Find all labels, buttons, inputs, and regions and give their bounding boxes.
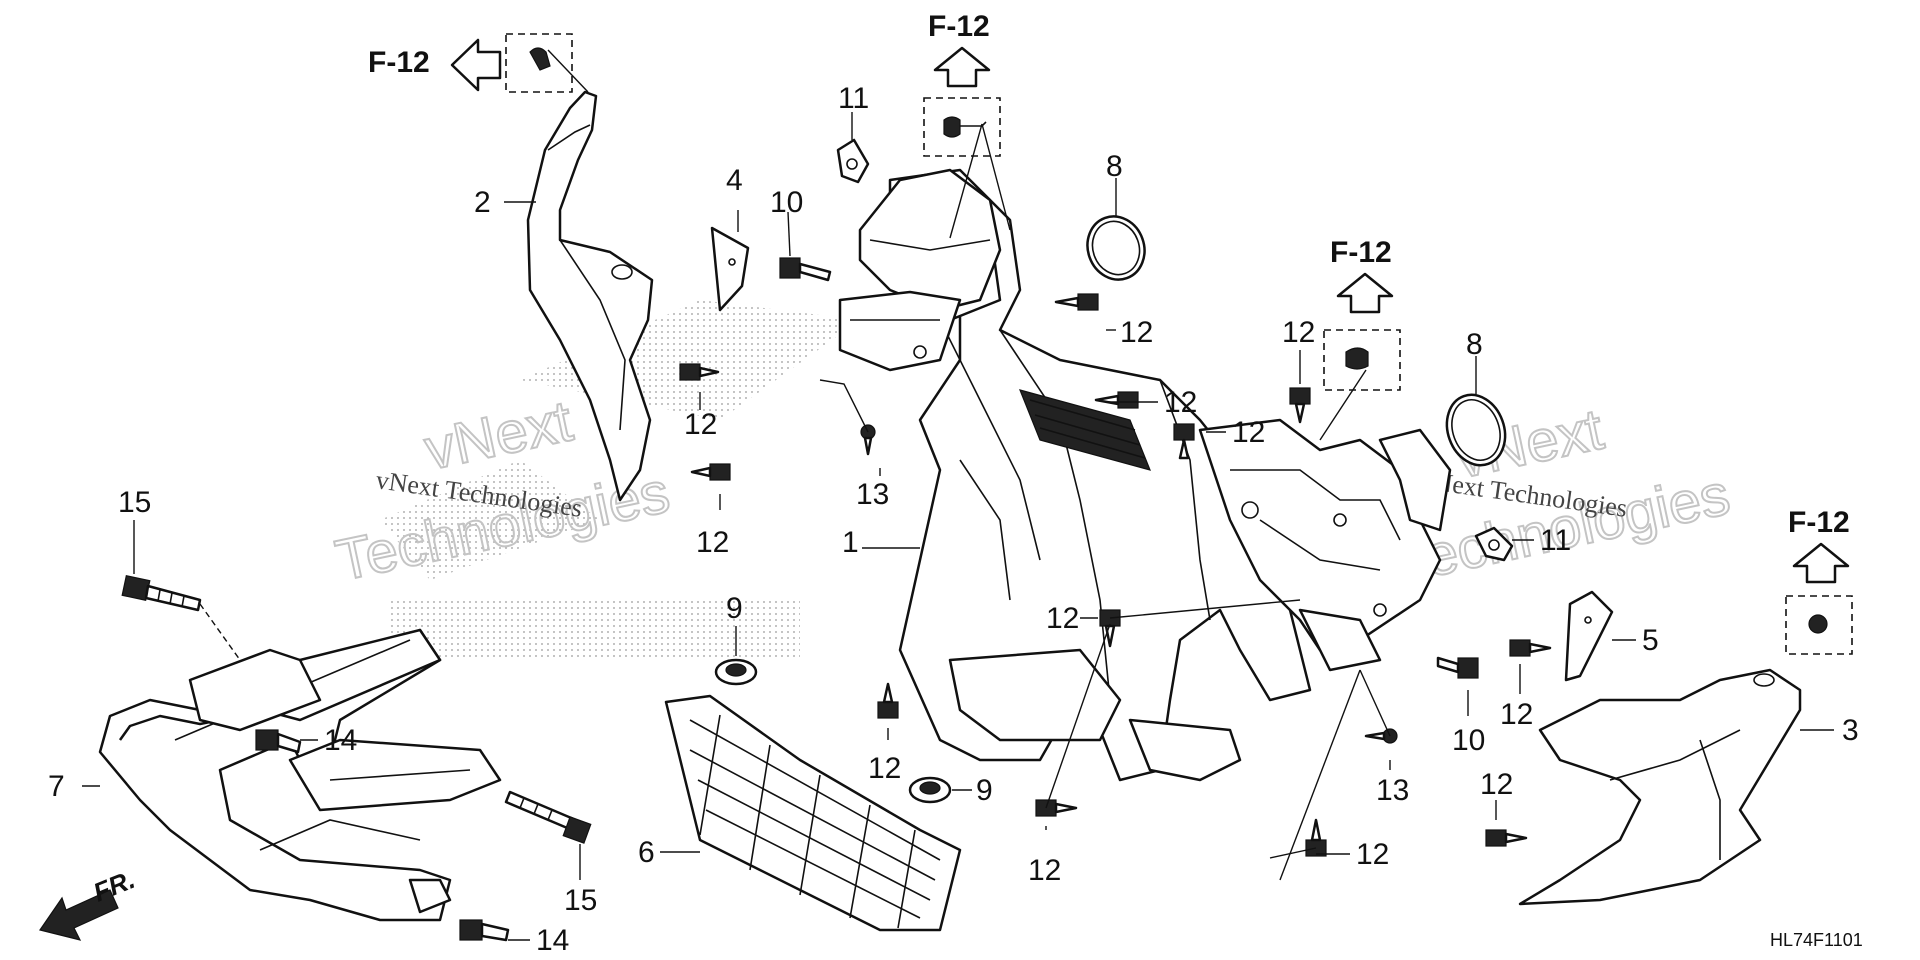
watermark-word-1-left: vNext	[419, 388, 578, 482]
label-part-12: 12	[1164, 386, 1197, 419]
label-part-11: 11	[1540, 524, 1571, 557]
f12-ref-mid-right: F-12	[1323, 236, 1401, 391]
label-part-4: 4	[726, 164, 743, 197]
part-3-right-cover	[1518, 668, 1834, 906]
headlight-bracket	[1198, 418, 1452, 672]
part-11-clip-right	[1474, 526, 1534, 562]
label-part-2: 2	[474, 186, 491, 219]
part-labels: 1 2 3 4 5 6 7 8 8 9 9 10 10 11 11 12 12 …	[48, 82, 1859, 957]
label-part-12: 12	[1356, 838, 1389, 871]
up-arrow-icon	[1336, 272, 1394, 314]
label-part-13: 13	[1376, 774, 1409, 807]
f12-label: F-12	[1330, 236, 1392, 269]
front-direction-indicator: FR.	[39, 864, 139, 941]
label-part-11: 11	[838, 82, 869, 115]
leader-lines	[504, 123, 1521, 881]
part-14-bolt-upper	[255, 729, 318, 754]
part-14-bolt-lower	[459, 919, 530, 942]
label-part-8: 8	[1466, 328, 1483, 361]
left-arrow-icon	[450, 38, 502, 92]
f12-ref-right: F-12	[1785, 506, 1853, 655]
front-arrow-icon	[39, 889, 119, 941]
up-arrow-icon	[1792, 542, 1850, 584]
part-9-grommet-upper	[714, 626, 758, 686]
label-part-12: 12	[1480, 768, 1513, 801]
part-15-bolt-upper	[121, 520, 241, 661]
label-part-12: 12	[1046, 602, 1079, 635]
f12-ref-top-left: F-12	[368, 33, 573, 93]
label-part-12: 12	[696, 526, 729, 559]
part-10-bolts	[779, 257, 1479, 679]
label-part-7: 7	[48, 770, 65, 803]
part-8-seal-left	[1086, 178, 1146, 281]
f12-label: F-12	[928, 10, 990, 43]
part-15-bolt-lower	[504, 790, 592, 880]
label-part-1: 1	[842, 526, 859, 559]
part-1-upper-duct	[838, 168, 1002, 372]
label-part-10: 10	[770, 186, 803, 219]
label-part-14: 14	[536, 924, 569, 957]
part-8-seal-right	[1445, 356, 1507, 467]
label-part-12: 12	[1500, 698, 1533, 731]
label-part-5: 5	[1642, 624, 1659, 657]
label-part-12: 12	[1120, 316, 1153, 349]
label-part-12: 12	[684, 408, 717, 441]
label-part-12: 12	[1232, 416, 1265, 449]
label-part-8: 8	[1106, 150, 1123, 183]
f12-label: F-12	[1788, 506, 1850, 539]
f12-ref-top-center: F-12	[923, 10, 1001, 157]
label-part-3: 3	[1842, 714, 1859, 747]
label-part-12: 12	[1282, 316, 1315, 349]
label-part-12: 12	[1028, 854, 1061, 887]
label-part-14: 14	[324, 724, 357, 757]
part-11-clip-top	[836, 112, 870, 184]
label-part-15: 15	[564, 884, 597, 917]
up-arrow-icon	[933, 46, 991, 88]
label-part-15: 15	[118, 486, 151, 519]
diagram-code: HL74F1101	[1770, 930, 1863, 950]
part-2-left-cover	[526, 49, 654, 502]
part-7-bumper-frame	[82, 628, 502, 922]
f12-label: F-12	[368, 46, 430, 79]
label-part-6: 6	[638, 836, 655, 869]
part-9-grommet-lower	[908, 776, 972, 804]
label-part-13: 13	[856, 478, 889, 511]
part-5-bracket	[1564, 590, 1636, 682]
part-4-bracket	[710, 210, 750, 312]
label-part-10: 10	[1452, 724, 1485, 757]
label-part-12: 12	[868, 752, 901, 785]
label-part-9: 9	[726, 592, 743, 625]
part-6-grille	[664, 694, 962, 932]
label-part-9: 9	[976, 774, 993, 807]
